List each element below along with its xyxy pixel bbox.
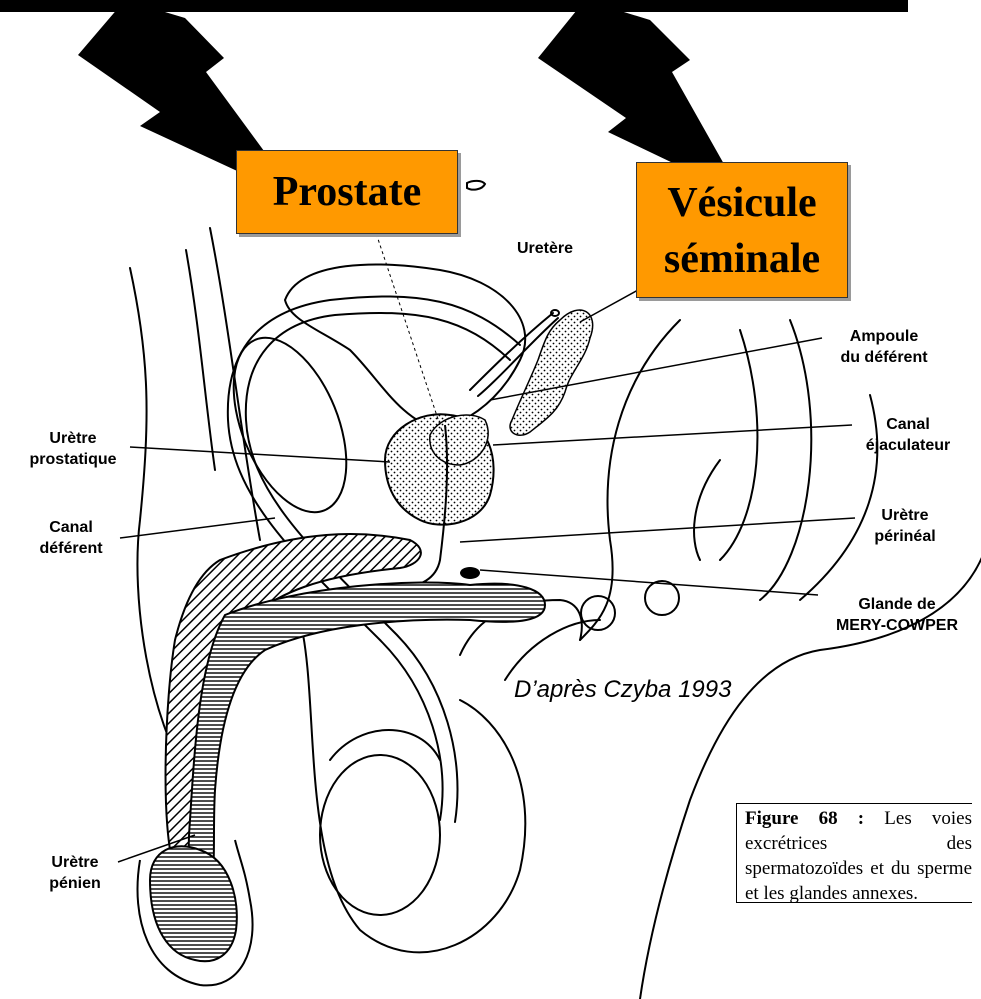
label-uretre-penien-line1: Urètre [30,852,120,873]
label-uretre-penien: Urètre pénien [30,852,120,894]
leader-vesicule [580,290,638,322]
bladder [285,264,525,430]
leader-prostate [365,200,445,440]
corpus-spongiosum [189,583,545,901]
leader-canal-deferent [120,518,275,538]
rectum-wall-3 [694,460,720,560]
leader-uretre-prostatique [130,447,390,462]
label-ampoule: Ampoule du déférent [820,326,948,368]
label-uretre-prost-line1: Urètre [8,428,138,449]
callout-vesicule-line2: séminale [637,231,847,287]
cowper-gland [460,567,480,579]
label-uretre-perin-line2: périnéal [850,526,960,547]
caption-figure-number: Figure 68 : [745,808,864,829]
label-uretre-perineal: Urètre périnéal [850,505,960,547]
label-glande-cowper: Glande de MERY-COWPER [818,594,976,636]
label-uretre-penien-line2: pénien [30,873,120,894]
leader-uretre-perineal [460,518,855,542]
label-ampoule-line2: du déférent [820,347,948,368]
callout-vesicule-seminale: Vésicule séminale [636,162,848,298]
glans [150,846,237,961]
label-canal-ejac-line2: éjaculateur [848,435,968,456]
label-canal-ejac-line1: Canal [848,414,968,435]
pubic-contour [210,228,260,540]
label-uretere: Uretère [505,238,585,259]
source-credit: D’après Czyba 1993 [514,676,731,704]
pubic-bone [211,322,369,529]
anus-circle-1 [581,596,615,630]
label-uretre-prostatique: Urètre prostatique [8,428,138,470]
small-mark [467,181,485,190]
leader-canal-ejaculateur [493,425,852,445]
figure-caption: Figure 68 : Les voies excrétrices des sp… [736,803,972,903]
rectum-outer [760,320,811,600]
anus-circle-2 [645,581,679,615]
label-canal-def-line1: Canal [16,517,126,538]
label-canal-ejaculateur: Canal éjaculateur [848,414,968,456]
perineum-contour [186,250,215,470]
label-glande-line2: MERY-COWPER [818,615,976,636]
callout-vesicule-line1: Vésicule [637,175,847,231]
label-canal-deferent: Canal déférent [16,517,126,559]
label-ampoule-line1: Ampoule [820,326,948,347]
perineal-line [505,620,600,680]
callout-prostate-text: Prostate [237,151,457,233]
seminal-vesicle [510,310,593,435]
label-canal-def-line2: déférent [16,538,126,559]
callout-prostate: Prostate [236,150,458,234]
label-uretre-prost-line2: prostatique [8,449,138,470]
label-uretre-perin-line1: Urètre [850,505,960,526]
label-glande-line1: Glande de [818,594,976,615]
